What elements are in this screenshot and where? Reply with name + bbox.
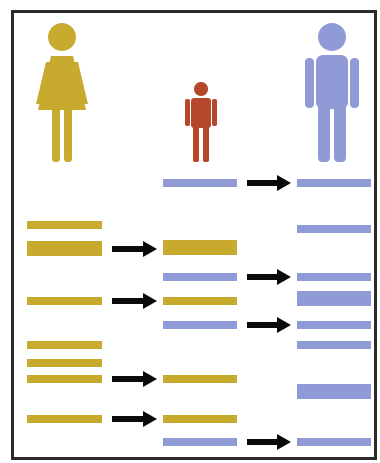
mother-segment (27, 359, 102, 367)
child-right-leg (203, 126, 209, 162)
arrow-mother-to-child (112, 293, 157, 309)
child-segment (163, 375, 237, 383)
inheritance-arrows (112, 175, 291, 450)
father-left-leg (318, 104, 330, 162)
child-body (191, 98, 211, 128)
father-segment (297, 179, 371, 187)
father-torso (316, 55, 348, 109)
child-segment (163, 179, 237, 187)
father-head (318, 23, 346, 51)
child-segment (163, 273, 237, 281)
father-segment (297, 273, 371, 281)
father-right-leg (334, 104, 346, 162)
father-right-arm (350, 58, 359, 108)
chromosome-segments (27, 179, 371, 446)
mother-segment (27, 221, 102, 229)
arrow-mother-to-child (112, 411, 157, 427)
man-icon (305, 23, 359, 162)
mother-left-arm (36, 62, 52, 104)
mother-segment (27, 241, 102, 256)
mother-right-leg (64, 106, 72, 162)
father-segment (297, 384, 371, 399)
father-segment (297, 321, 371, 329)
arrow-mother-to-child (112, 241, 157, 257)
mother-segment (27, 415, 102, 423)
woman-icon (36, 23, 88, 162)
child-segment (163, 321, 237, 329)
child-segment (163, 240, 237, 255)
child-left-leg (193, 126, 199, 162)
child-icon (185, 82, 217, 162)
mother-head (48, 23, 76, 51)
child-right-arm (212, 99, 217, 126)
arrow-father-to-child (247, 434, 291, 450)
arrow-mother-to-child (112, 371, 157, 387)
mother-right-arm (72, 62, 88, 104)
mother-segment (27, 341, 102, 349)
arrow-father-to-child (247, 317, 291, 333)
child-segment (163, 415, 237, 423)
father-segment (297, 291, 371, 306)
father-left-arm (305, 58, 314, 108)
arrow-father-to-child (247, 269, 291, 285)
mother-left-leg (52, 106, 60, 162)
father-segment (297, 341, 371, 349)
child-segment (163, 297, 237, 305)
arrow-father-to-child (247, 175, 291, 191)
mother-segment (27, 375, 102, 383)
child-left-arm (185, 99, 190, 126)
mother-segment (27, 297, 102, 305)
father-segment (297, 225, 371, 233)
father-segment (297, 438, 371, 446)
child-segment (163, 438, 237, 446)
child-head (194, 82, 208, 96)
